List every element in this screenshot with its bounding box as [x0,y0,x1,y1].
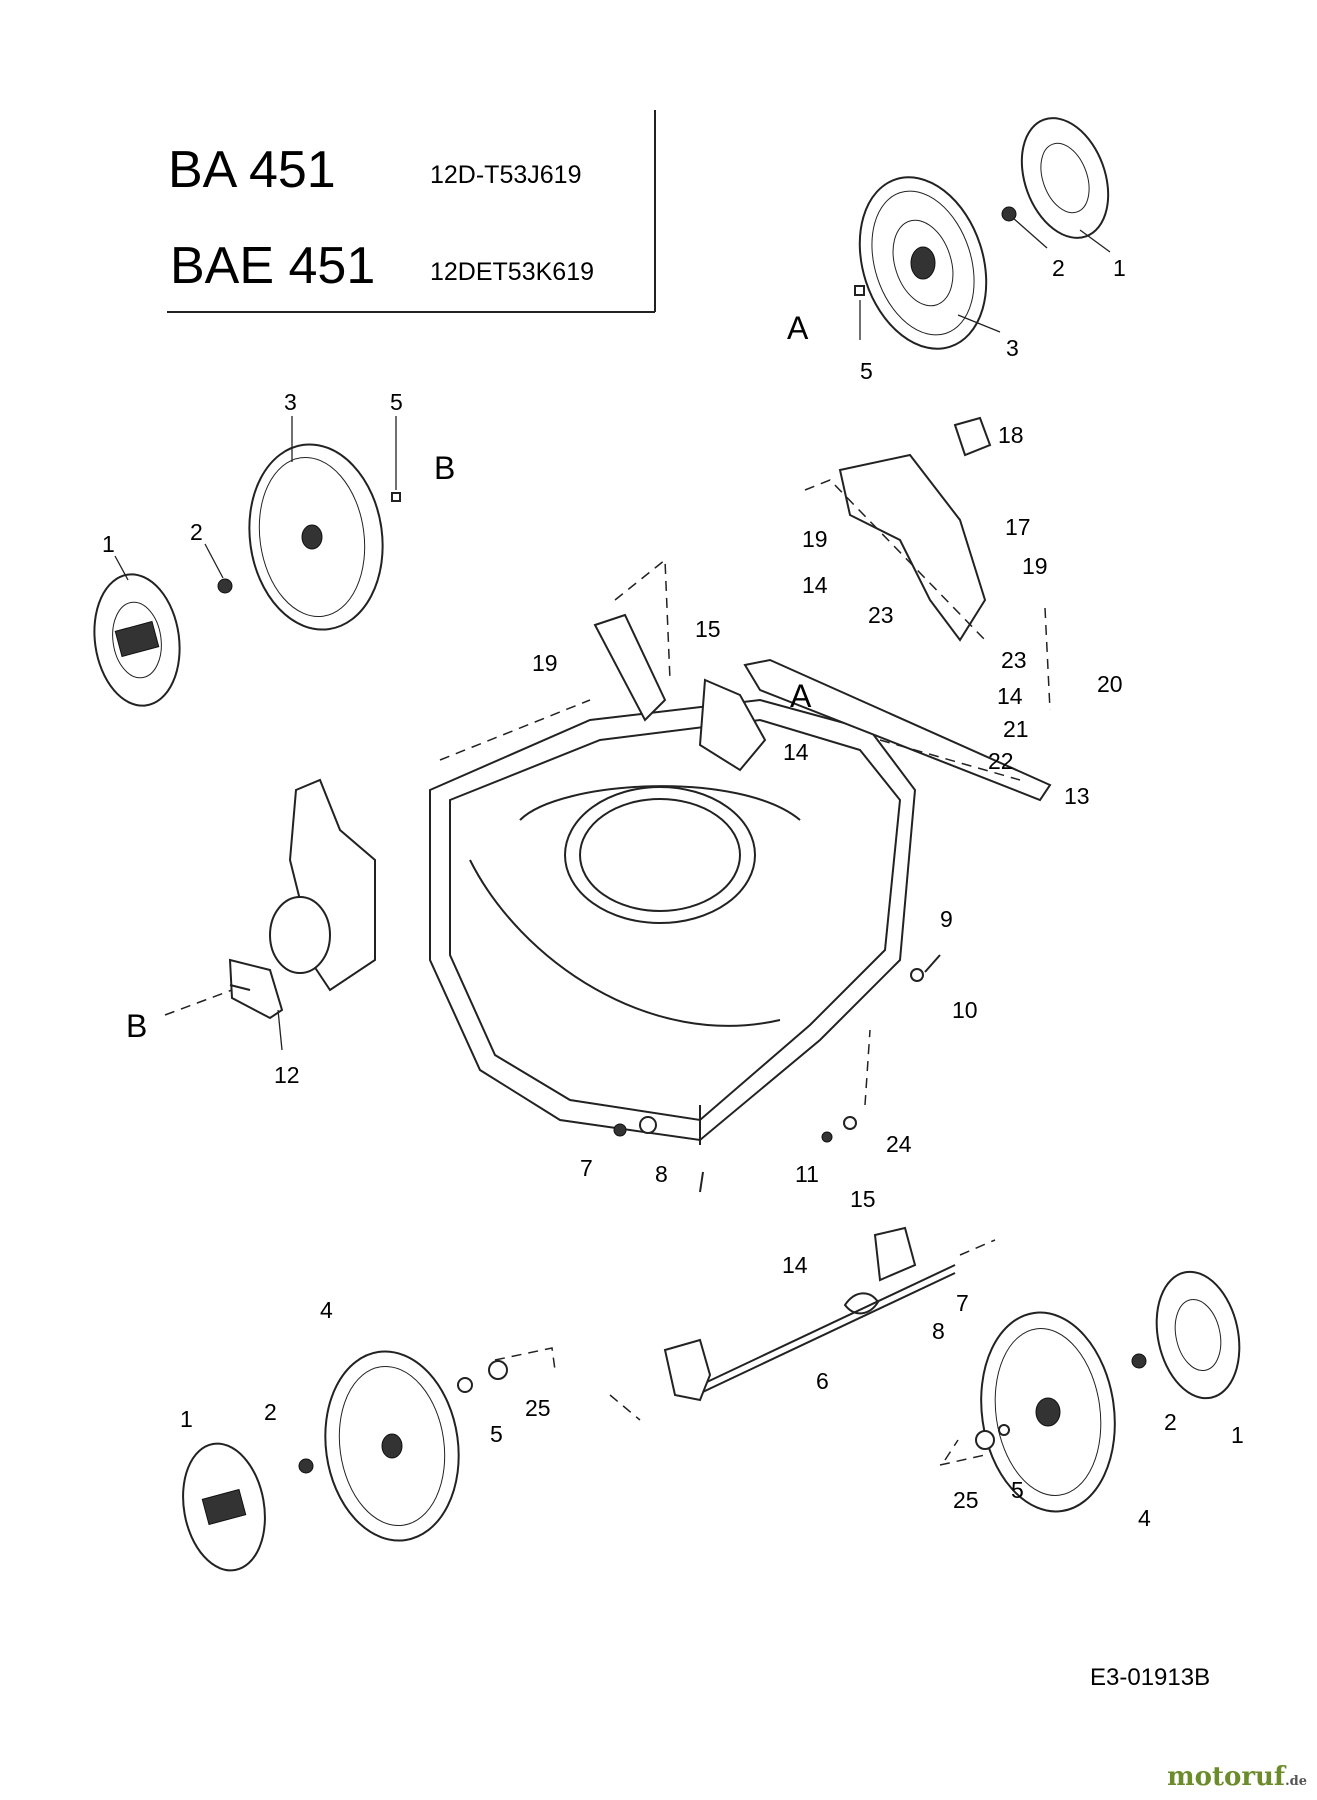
callout: 12 [274,1062,300,1088]
mower-deck [429,698,917,1142]
callout: 5 [390,389,403,415]
callout: 17 [1005,514,1031,540]
ref-letter-b: B [434,450,455,486]
callout: 5 [860,358,873,384]
ref-letter-a: A [787,310,809,346]
callout: 18 [998,422,1024,448]
model-name-1: BA 451 [168,141,336,199]
hub-cap-top [1020,117,1110,239]
callout: 14 [783,739,809,765]
callout: 11 [795,1161,819,1187]
rear-handle-bracket [439,416,1052,802]
callout: 4 [1138,1505,1151,1531]
callout: 14 [782,1252,808,1278]
callout: 5 [490,1421,503,1447]
model-name-2: BAE 451 [170,237,375,295]
callout: 1 [1113,255,1126,281]
callout: 6 [816,1368,829,1394]
callout: 1 [102,531,115,557]
callout: 22 [988,748,1014,774]
ref-letter-b: B [126,1008,147,1044]
model-code-1: 12D-T53J619 [430,161,581,189]
front-axle-assembly [609,1226,996,1421]
callout: 7 [580,1155,593,1181]
callout: 19 [802,526,828,552]
washer [391,492,401,502]
callout: 23 [868,602,894,628]
watermark-tld: .de [1285,1774,1307,1789]
callout: 8 [932,1318,945,1344]
callout: 7 [956,1290,969,1316]
callout: 1 [180,1406,193,1432]
callout: 2 [264,1399,277,1425]
front-wheel-left [182,1347,556,1572]
deck-hardware [613,954,941,1193]
callout: 19 [532,650,558,676]
reference-letters: A A B B [126,310,812,1044]
callout: 15 [695,616,721,642]
document-number: E3-01913B [1090,1664,1210,1691]
wheel-hub [910,246,936,280]
callout: 10 [952,997,978,1023]
callout: 3 [284,389,297,415]
callout: 25 [525,1395,551,1421]
callout: 2 [1164,1409,1177,1435]
callout: 1 [1231,1422,1244,1448]
watermark-logo: motoruf.de [1167,1762,1307,1792]
front-wheel-right [939,1270,1241,1513]
callout: 21 [1003,716,1029,742]
callout: 8 [655,1161,668,1187]
nut [1001,206,1017,222]
watermark-main: motoruf [1167,1762,1286,1792]
callout: 19 [1022,553,1048,579]
callout: 3 [1006,335,1019,361]
callout: 9 [940,906,953,932]
callout: 5 [1011,1477,1024,1503]
callout: 2 [1052,255,1065,281]
callout: 15 [850,1186,876,1212]
ref-letter-a: A [790,678,812,714]
height-adjust-bracket-left [164,778,376,1051]
deck-opening [564,786,756,924]
callouts: 1 2 3 5 1 2 3 5 18 17 19 19 14 15 19 23 … [102,255,1244,1531]
nut [217,578,233,594]
callout: 14 [802,572,828,598]
model-code-2: 12DET53K619 [430,258,594,286]
wheel-assembly-b [93,416,401,707]
wheel-assembly-a [854,117,1111,350]
callout: 25 [953,1487,979,1513]
callout: 4 [320,1297,333,1323]
callout: 2 [190,519,203,545]
hub-cap [1155,1270,1241,1400]
callout: 13 [1064,783,1090,809]
callout: 14 [997,683,1023,709]
callout: 24 [886,1131,912,1157]
washer [854,285,865,296]
callout: 20 [1097,671,1123,697]
callout: 23 [1001,647,1027,673]
title-block: BA 451 12D-T53J619 BAE 451 12DET53K619 [167,110,656,313]
